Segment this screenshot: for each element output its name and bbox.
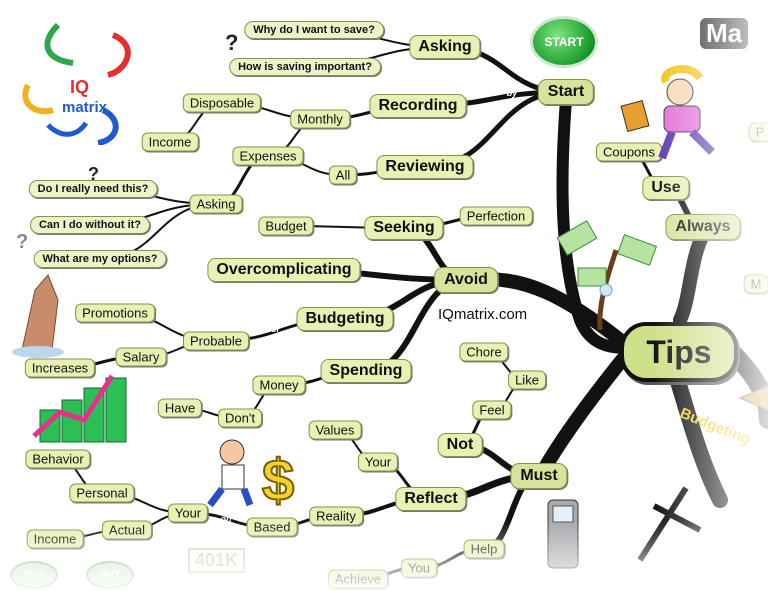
question-mark-icon: ?	[88, 164, 99, 184]
question-mark-icon: ?	[225, 30, 238, 55]
growth-chart-icon	[32, 374, 127, 443]
rock-tower-icon	[12, 274, 64, 358]
girl-with-coupon-icon	[620, 65, 715, 160]
svg-text:$: $	[262, 448, 294, 513]
angry-man-icon	[207, 439, 254, 508]
dollar-character-icon: $	[261, 447, 295, 514]
buy-button[interactable]: BUY	[86, 561, 134, 589]
svg-text:?: ?	[88, 164, 99, 184]
money-plant-icon	[556, 220, 658, 331]
svg-text:?: ?	[16, 231, 28, 253]
question-mark-icon: ?	[16, 231, 28, 253]
svg-text:?: ?	[225, 30, 238, 55]
hat-icon	[738, 385, 768, 411]
buy-button[interactable]: BUY	[10, 561, 58, 589]
cross-icon	[637, 486, 702, 562]
mobile-phone-icon	[547, 499, 579, 569]
sign-401k: 401K	[188, 548, 246, 573]
